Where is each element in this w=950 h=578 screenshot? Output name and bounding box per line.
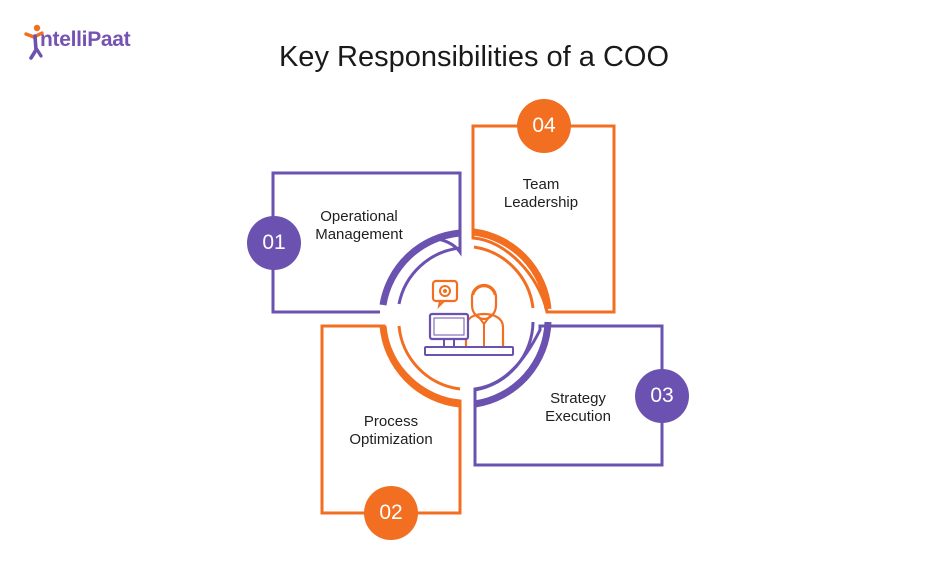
card-03-label: Strategy Execution	[545, 390, 611, 425]
card-04-frame	[471, 124, 616, 314]
mid-ring-purple-2	[474, 321, 535, 392]
badge-01-number: 01	[262, 231, 286, 254]
page-title: Key Responsibilities of a COO	[278, 41, 670, 73]
inner-arc-01	[379, 229, 461, 306]
logo-text: ntelliPaat	[40, 28, 131, 51]
inner-arc-02	[379, 325, 461, 408]
card-04-label: Team Leadership	[503, 176, 579, 211]
mid-ring-orange	[473, 245, 535, 309]
badge-03	[635, 369, 689, 423]
mid-ring-orange-2	[397, 325, 461, 391]
badge-04-number: 04	[532, 114, 556, 137]
badge-01	[247, 216, 301, 270]
intellipaat-logo	[24, 24, 44, 60]
logo-figure-icon	[24, 24, 44, 60]
badge-04	[517, 99, 571, 153]
badge-03-number: 03	[650, 384, 674, 407]
card-01-label: Operational Management	[315, 208, 403, 243]
badge-02	[364, 486, 418, 540]
card-02-label: Process Optimization	[349, 413, 433, 448]
executive-at-desk-icon	[424, 279, 514, 356]
mid-ring-purple	[397, 246, 461, 305]
badge-02-number: 02	[379, 501, 403, 524]
inner-arc-03	[474, 321, 552, 408]
inner-arc-04	[473, 228, 552, 310]
